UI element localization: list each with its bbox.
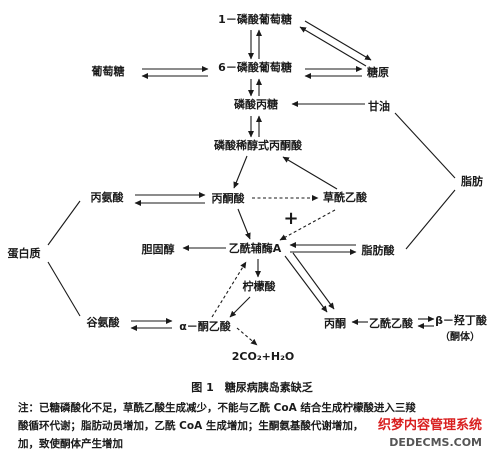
node-cholesterol: 胆固醇 [142, 242, 175, 256]
node-glucose: 葡萄糖 [91, 64, 125, 78]
arrow-glycogen-to-g1p [299, 26, 367, 67]
figure-caption: 图 1 糖尿病胰岛素缺乏 [191, 380, 312, 394]
arrow-acetylcoa-to-acetone-2 [292, 252, 335, 310]
arrow-citrate-to-aketo [229, 296, 251, 318]
node-oxaloacetate: 草酰乙酸 [323, 190, 368, 204]
arrow-g1p-to-glycogen [304, 20, 372, 61]
watermark-title: 织梦内容管理系统 [378, 417, 482, 433]
node-fat: 脂肪 [460, 174, 483, 188]
node-fatty-acid: 脂肪酸 [361, 243, 396, 257]
note-line-2: 酸循环代谢；脂肪动员增加，乙酰 CoA 生成增加；生酮氨基酸代谢增加， [18, 419, 363, 432]
node-aketo: α－酮乙酸 [179, 319, 232, 333]
node-hydroxybutyrate: β－羟丁酸 [435, 313, 488, 327]
node-pyruvate: 丙酮酸 [212, 191, 246, 205]
arrow-acetylcoa-to-acetone [284, 255, 328, 313]
node-glutamate: 谷氨酸 [87, 315, 121, 329]
node-co2-h2o: 2CO₂+H₂O [232, 350, 295, 363]
node-citrate: 柠檬酸 [243, 279, 277, 293]
arrow-pyruvate-to-acetylcoa [237, 208, 251, 240]
node-glycerol: 甘油 [368, 99, 390, 113]
node-acetoacetate: 乙酰乙酸 [369, 316, 414, 330]
node-alanine: 丙氨酸 [91, 190, 125, 204]
node-acetyl-coa: 乙酰辅酶A [229, 241, 282, 255]
node-protein: 蛋白质 [8, 246, 41, 260]
protein-bracket-upper [47, 200, 81, 246]
node-pep: 磷酸稀醇式丙酮酸 [214, 138, 303, 152]
node-ketone-body: （酮体） [440, 330, 480, 343]
arrow-aketo-to-co2 [236, 327, 258, 346]
node-glycogen: 糖原 [367, 65, 389, 79]
fat-bracket-upper [394, 112, 456, 179]
node-acetone: 丙酮 [324, 317, 346, 330]
note-line-1: 注：已糖磷酸化不足，草酰乙酸生成减少，不能与乙酰 CoA 结合生成柠檬酸进入三羧 [18, 401, 416, 414]
node-g1p: 1－磷酸葡萄糖 [218, 12, 292, 26]
node-g6p: 6－磷酸葡萄糖 [218, 60, 292, 74]
fat-bracket-lower [405, 189, 456, 250]
arrow-pep-to-pyruvate [233, 155, 248, 189]
arrow-oxaloacetate-to-acetylcoa [279, 209, 336, 241]
watermark-url: DEDECMS.COM [389, 436, 482, 449]
arrow-aketo-to-acetylcoa [211, 261, 247, 318]
note-line-3: 加，致使酮体产生增加 [17, 437, 123, 450]
node-triose-p: 磷酸丙糖 [234, 97, 278, 111]
plus-sign: + [283, 208, 298, 229]
protein-bracket-lower [47, 261, 81, 317]
arrow-oxaloacetate-to-pep [282, 156, 338, 190]
